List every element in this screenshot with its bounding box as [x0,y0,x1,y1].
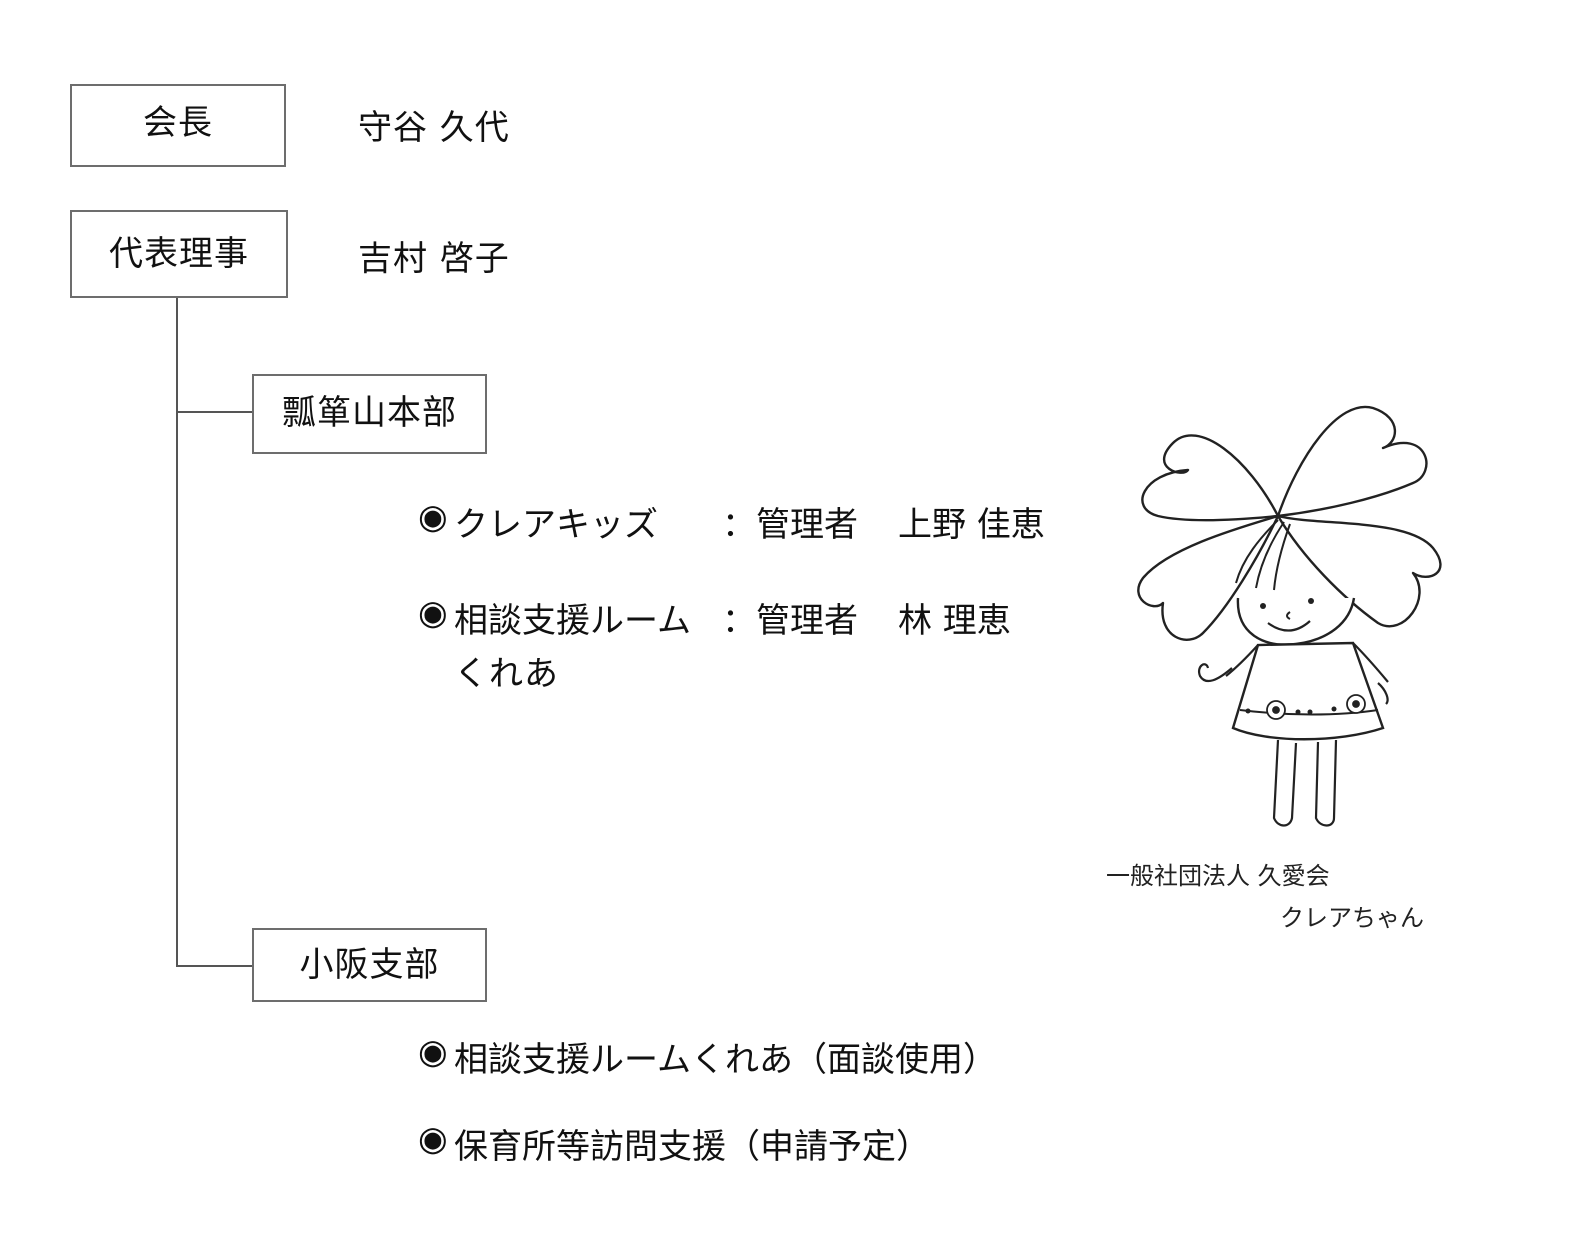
service-item-clair-kids: ◉ クレアキッズ [418,497,658,546]
service-name: クレアキッズ [454,505,658,545]
manager-role: ：管理者 [722,601,858,641]
representative-title: 代表理事 [109,233,249,274]
bullet-icon: ◉ [418,1032,448,1072]
service-name: 相談支援ルームくれあ（面談使用） [454,1040,997,1080]
mascot-org-caption: 一般社団法人 久愛会 [1106,862,1330,890]
tree-trunk-line [176,297,178,967]
representative-name: 吉村 啓子 [358,239,510,279]
mascot-name-caption: クレアちゃん [1280,904,1424,932]
branch-line-osaka [176,965,254,967]
manager-name: 林 理恵 [898,601,1011,641]
hyotanyama-title: 瓢箪山本部 [282,392,457,433]
hyotanyama-box: 瓢箪山本部 [252,374,487,454]
service-item-nursery-visit: ◉ 保育所等訪問支援（申請予定） [418,1119,930,1168]
branch-line-hyotanyama [176,411,254,413]
service-item-consultation-room: ◉ 相談支援ルーム [418,593,691,642]
bullet-icon: ◉ [418,497,448,537]
chairman-name: 守谷 久代 [358,108,510,148]
osaka-box: 小阪支部 [252,928,487,1002]
service-name: 相談支援ルーム [454,601,691,641]
service-item-consultation-interview: ◉ 相談支援ルームくれあ（面談使用） [418,1032,997,1081]
representative-box: 代表理事 [70,210,288,298]
manager-name: 上野 佳恵 [898,505,1045,545]
chairman-title: 会長 [143,103,213,143]
service-name: 保育所等訪問支援（申請予定） [454,1127,930,1167]
service-name-line2: くれあ [454,654,559,694]
bullet-icon: ◉ [418,1119,448,1159]
bullet-icon: ◉ [418,593,448,633]
manager-role: ：管理者 [722,505,858,545]
osaka-title: 小阪支部 [299,944,440,985]
chairman-box: 会長 [70,84,286,167]
clover-girl-mascot-icon [1137,405,1442,827]
